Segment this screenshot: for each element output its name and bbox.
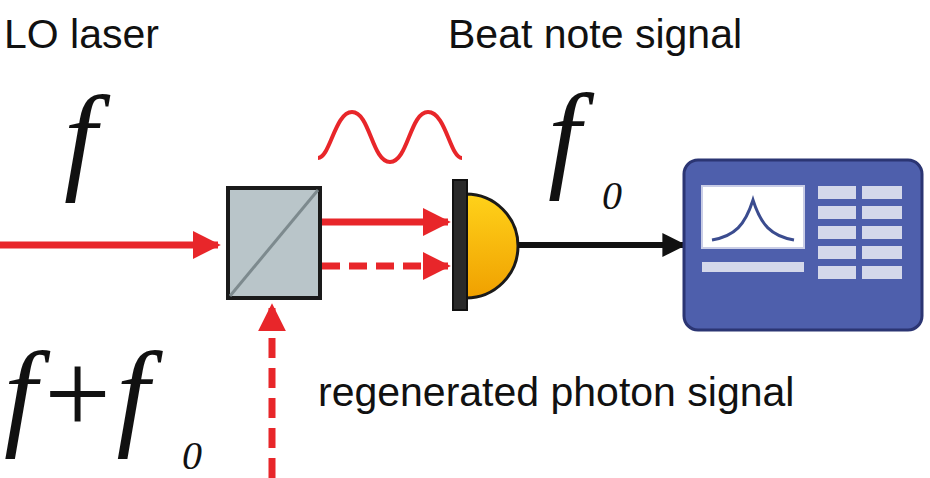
signal-beam xyxy=(269,306,276,478)
electrical-signal xyxy=(518,242,684,248)
beat-wave xyxy=(318,112,462,162)
spectrum-peak xyxy=(712,200,794,240)
combined-beam xyxy=(322,219,448,226)
beam-splitter xyxy=(228,188,320,298)
signal-label: Beat note signal xyxy=(448,14,742,55)
signal-label: regenerated photon signal xyxy=(318,372,794,413)
analyzer-screen xyxy=(702,186,804,248)
frequency-symbol: f xyxy=(548,78,581,196)
photodetector xyxy=(466,194,518,298)
lo-beam xyxy=(0,242,218,249)
detector-window xyxy=(453,180,467,310)
frequency-symbol: f xyxy=(64,80,97,198)
analyzer-buttons xyxy=(702,186,902,279)
frequency-symbol: f+f xyxy=(4,336,149,454)
spectrum-analyzer xyxy=(684,160,922,330)
laser-label: LO laser xyxy=(4,14,159,55)
splitter-diagonal xyxy=(230,190,318,296)
subscript: 0 xyxy=(602,176,622,216)
combined-beam-dashed xyxy=(322,263,448,270)
subscript: 0 xyxy=(182,436,202,476)
